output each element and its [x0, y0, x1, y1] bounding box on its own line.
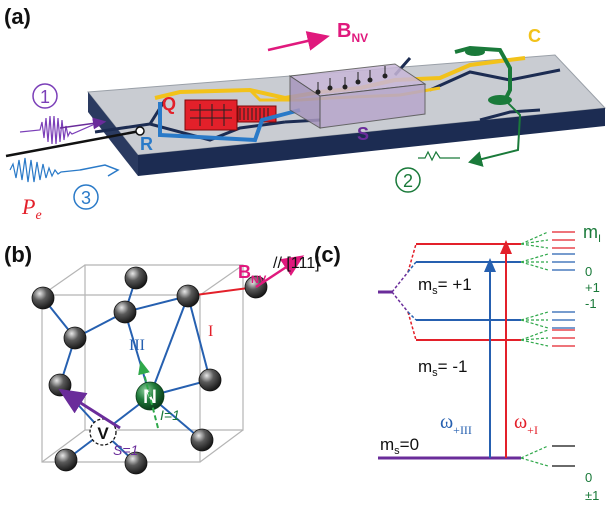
- carbon-atoms: [31, 266, 268, 475]
- resonator-R: [158, 102, 301, 143]
- spin-label-I: I=1: [160, 407, 180, 423]
- mI-value-plus1: +1: [585, 280, 600, 295]
- qubit-Q: [184, 99, 277, 131]
- label-S: S: [357, 124, 369, 144]
- field-label-a: BNV: [337, 20, 368, 45]
- label-Q: Q: [162, 94, 176, 114]
- bond-label-I: I: [208, 323, 213, 340]
- mI-value-bottom-pm1: ±1: [585, 488, 599, 503]
- level-label-zero: ms=0: [380, 435, 419, 457]
- pulse-2: 2: [395, 150, 460, 193]
- pulse-1: 1: [19, 83, 107, 145]
- mI-value-bottom-0: 0: [585, 470, 592, 485]
- omega-label-III: ω+III: [440, 411, 472, 437]
- unit-cell-cube: [41, 264, 244, 463]
- spin-label-S: S=1: [113, 442, 138, 458]
- field-label-b: BNV: [238, 262, 267, 286]
- field-arrow-b: [255, 255, 305, 289]
- energy-levels: [378, 243, 521, 460]
- vacancy-site: [89, 418, 117, 446]
- mI-header: mI: [583, 222, 601, 245]
- chip-waveguides: [94, 57, 561, 142]
- circle-label-3: 3: [81, 188, 91, 208]
- field-direction-b: // [111]: [273, 255, 320, 272]
- panel-label-a: (a): [4, 4, 31, 29]
- level-label-minus: ms= -1: [418, 357, 467, 379]
- circle-label-1: 1: [40, 87, 50, 107]
- bond-I: [187, 286, 257, 297]
- bond-III: [149, 295, 189, 397]
- label-Pe: Pe: [21, 194, 42, 223]
- bond-label-III: III: [129, 337, 145, 354]
- circle-label-2: 2: [403, 171, 413, 191]
- input-wire: [5, 126, 145, 158]
- level-label-plus: ms= +1: [418, 275, 472, 297]
- sample-box-S: [288, 63, 427, 129]
- panel-label-c: (c): [314, 242, 341, 267]
- atom-label-V: V: [97, 424, 109, 443]
- hyperfine-splitting: [520, 231, 575, 467]
- atom-label-N: N: [143, 387, 157, 408]
- field-arrow-a: [267, 31, 330, 52]
- label-C: C: [528, 26, 541, 46]
- omega-label-I: ω+I: [514, 411, 538, 437]
- label-R: R: [140, 134, 153, 154]
- mI-value-minus1: -1: [585, 296, 597, 311]
- mI-value-0: 0: [585, 264, 592, 279]
- panel-label-b: (b): [4, 242, 32, 267]
- pulse-3: 3: [9, 157, 120, 210]
- nuclear-spin-arrow: [138, 360, 159, 429]
- electron-spin-arrow: [58, 388, 121, 430]
- readout-line: [454, 45, 522, 167]
